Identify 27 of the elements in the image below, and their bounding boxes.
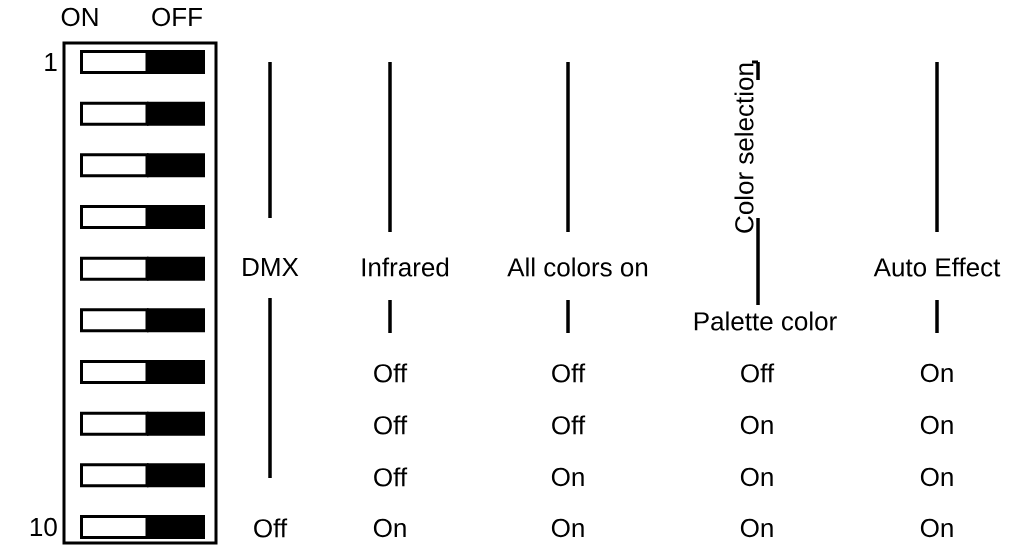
table-cell: On [740,467,773,487]
table-cell: Off [374,415,408,435]
table-cell: Off [552,415,586,435]
table-cell: Off [741,363,775,383]
switch-state-label: OFF [152,7,202,27]
table-cell: On [551,467,584,487]
switch-state-label: ON [61,7,98,27]
column-heading: Palette color [694,311,837,331]
switch-number: 1 [45,53,57,71]
column-heading: DMX [243,258,299,276]
table-cell: On [920,363,953,383]
table-cell: On [740,518,773,538]
table-cell: On [551,518,584,538]
table-cell: Off [552,363,586,383]
column-heading: Infrared [362,257,449,277]
table-cell: On [920,467,953,487]
switch-number: 10 [30,517,57,537]
table-cell: On [920,518,953,538]
table-cell: Off [254,518,288,538]
column-heading: Auto Effect [873,257,1001,277]
table-cell: On [740,415,773,435]
table-cell: On [920,415,953,435]
column-heading: All colors on [507,257,648,277]
table-cell: On [373,518,406,538]
column-heading: Color selection [734,63,754,233]
table-cell: Off [374,363,408,383]
table-cell: Off [374,467,408,487]
